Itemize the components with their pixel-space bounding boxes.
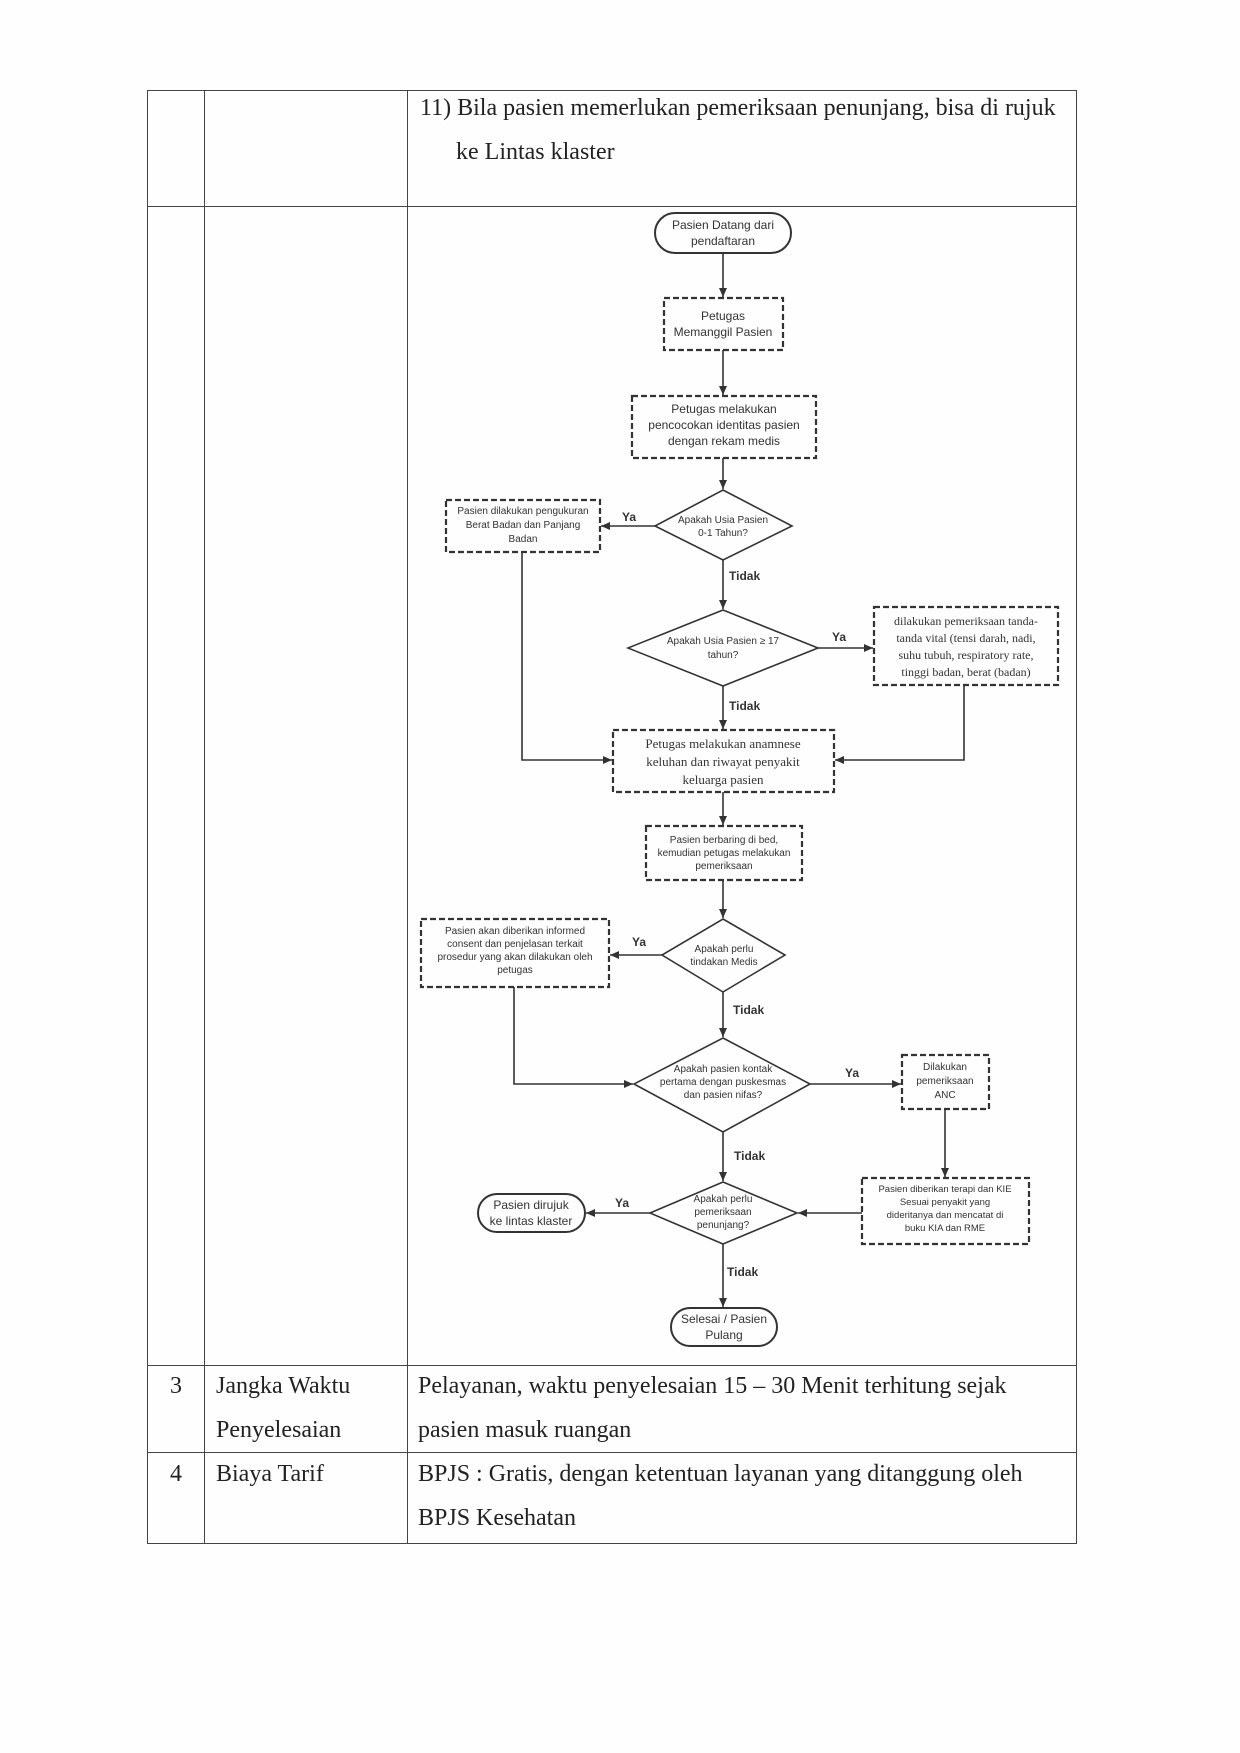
- flow-consent-line3: prosedur yang akan dilakukan oleh: [437, 952, 592, 963]
- flow-q-penunjang-line2: pemeriksaan: [694, 1207, 751, 1218]
- row4-number: 4: [170, 1461, 182, 1487]
- flow-measure-line1: Pasien dilakukan pengukuran: [457, 506, 588, 517]
- flow-label-tidak-age17: Tidak: [729, 699, 760, 713]
- row4-value-line1: BPJS : Gratis, dengan ketentuan layanan …: [418, 1461, 1023, 1487]
- flow-vitals-box: [872, 605, 1060, 687]
- flow-label-ya-penunjang: Ya: [615, 1196, 629, 1210]
- flow-measure-box: [444, 498, 602, 554]
- flow-label-ya-age01: Ya: [622, 510, 636, 524]
- flow-anc-line2: pemeriksaan: [916, 1076, 973, 1087]
- flow-q-penunjang-line1: Apakah perlu: [694, 1194, 753, 1205]
- flow-exam-line1: Pasien berbaring di bed,: [670, 835, 778, 846]
- flow-call-line2: Memanggil Pasien: [674, 325, 773, 339]
- row4-label: Biaya Tarif: [216, 1461, 324, 1487]
- flow-q-kontak-line1: Apakah pasien kontak: [674, 1064, 773, 1075]
- flow-consent-box: [419, 917, 611, 989]
- flow-vitals-line2: tanda vital (tensi darah, nadi,: [896, 631, 1035, 645]
- procedure-step-11-line2: ke Lintas klaster: [456, 139, 615, 165]
- flow-vitals-line1: dilakukan pemeriksaan tanda-: [894, 614, 1038, 628]
- flow-end-line1: Selesai / Pasien: [681, 1312, 767, 1326]
- flow-call-line1: Petugas: [701, 309, 745, 323]
- flow-label-tidak-medis: Tidak: [733, 1003, 764, 1017]
- table-row-divider-3: [147, 1452, 1077, 1453]
- flow-match-line1: Petugas melakukan: [671, 402, 776, 416]
- row3-value: Pelayanan, waktu penyelesaian 15 – 30 Me…: [418, 1364, 1073, 1452]
- flow-anamnesis-line1: Petugas melakukan anamnese: [645, 736, 800, 751]
- row3-label-line1: Jangka Waktu: [216, 1373, 351, 1399]
- flow-label-ya-age17: Ya: [832, 630, 846, 644]
- flow-consent-line1: Pasien akan diberikan informed: [445, 926, 585, 937]
- flow-match-box: [630, 394, 818, 460]
- table-row-divider-2: [147, 1365, 1077, 1366]
- flow-consent-line4: petugas: [497, 965, 533, 976]
- table-col-divider-1: [204, 90, 205, 1544]
- flow-label-tidak-kontak: Tidak: [734, 1149, 765, 1163]
- row3-label-line2: Penyelesaian: [216, 1417, 342, 1443]
- flow-arrow-measure-anamnesis: [521, 552, 612, 764]
- flow-call-box: [662, 296, 785, 352]
- flow-decision-medis: [660, 918, 787, 993]
- flow-anamnesis-line3: keluarga pasien: [683, 772, 764, 787]
- flow-exam-box: [644, 824, 804, 882]
- flow-label-tidak-age01: Tidak: [729, 569, 760, 583]
- flow-exam-line3: pemeriksaan: [695, 861, 752, 872]
- flow-therapy-line2: Sesuai penyakit yang: [900, 1197, 990, 1208]
- flow-anc-line3: ANC: [934, 1090, 955, 1101]
- table-row-divider-1: [147, 206, 1077, 207]
- flow-q-kontak-line2: pertama dengan puskesmas: [660, 1077, 786, 1088]
- flow-label-ya-kontak: Ya: [845, 1066, 859, 1080]
- row3-value-line2: pasien masuk ruangan: [418, 1417, 632, 1443]
- flow-start-line1: Pasien Datang dari: [672, 218, 774, 232]
- flow-measure-line3: Badan: [509, 534, 538, 545]
- flow-vitals-line4: tinggi badan, berat (badan): [901, 665, 1030, 679]
- flow-q-medis-line2: tindakan Medis: [690, 957, 757, 968]
- flow-measure-line2: Berat Badan dan Panjang: [466, 520, 581, 531]
- flow-anamnesis-line2: keluhan dan riwayat penyakit: [646, 754, 800, 769]
- flow-q-age01-line2: 0-1 Tahun?: [698, 528, 748, 539]
- flow-label-ya-medis: Ya: [632, 935, 646, 949]
- flow-decision-age17: [625, 609, 821, 687]
- flow-therapy-line1: Pasien diberikan terapi dan KIE: [878, 1184, 1011, 1195]
- flow-q-medis-line1: Apakah perlu: [695, 944, 754, 955]
- flow-match-line3: dengan rekam medis: [668, 434, 780, 448]
- procedure-step-11-line1: 11) Bila pasien memerlukan pemeriksaan p…: [420, 95, 1056, 121]
- sop-table: [147, 90, 1077, 1544]
- flow-exam-line2: kemudian petugas melakukan: [658, 848, 791, 859]
- flow-anc-line1: Dilakukan: [923, 1062, 967, 1073]
- flow-q-age17-line2: tahun?: [708, 650, 739, 661]
- flow-refer-line1: Pasien dirujuk: [493, 1198, 569, 1212]
- flow-therapy-line4: buku KIA dan RME: [905, 1223, 985, 1234]
- flow-q-age17-line1: Apakah Usia Pasien ≥ 17: [667, 636, 780, 647]
- flow-q-penunjang-line3: penunjang?: [697, 1220, 750, 1231]
- flow-arrow-consent-kontak: [513, 987, 633, 1088]
- flow-refer-line2: ke lintas klaster: [490, 1214, 573, 1228]
- flow-consent-line2: consent dan penjelasan terkait: [447, 939, 583, 950]
- row4-value: BPJS : Gratis, dengan ketentuan layanan …: [418, 1452, 1073, 1540]
- flow-therapy-box: [860, 1176, 1031, 1246]
- row3-value-line1: Pelayanan, waktu penyelesaian 15 – 30 Me…: [418, 1373, 1007, 1399]
- row3-number: 3: [170, 1373, 182, 1399]
- flow-q-age01-line1: Apakah Usia Pasien: [678, 515, 768, 526]
- flow-anamnesis-box: [611, 728, 836, 794]
- procedure-step-11: 11) Bila pasien memerlukan pemeriksaan p…: [420, 86, 1070, 174]
- table-col-divider-2: [407, 90, 408, 1544]
- flow-label-tidak-penunjang: Tidak: [727, 1265, 758, 1279]
- row4-value-line2: BPJS Kesehatan: [418, 1505, 576, 1531]
- flow-therapy-line3: dideritanya dan mencatat di: [887, 1210, 1004, 1221]
- flow-start-line2: pendaftaran: [691, 234, 755, 248]
- flow-q-kontak-line3: dan pasien nifas?: [684, 1090, 763, 1101]
- flow-end-line2: Pulang: [705, 1328, 742, 1342]
- flow-match-line2: pencocokan identitas pasien: [648, 418, 799, 432]
- flow-end-terminator: [670, 1307, 778, 1347]
- flow-arrow-vitals-anamnesis: [835, 685, 965, 764]
- flow-vitals-line3: suhu tubuh, respiratory rate,: [899, 648, 1034, 662]
- row3-label: Jangka Waktu Penyelesaian: [216, 1364, 401, 1452]
- flow-refer-terminator: [477, 1193, 586, 1233]
